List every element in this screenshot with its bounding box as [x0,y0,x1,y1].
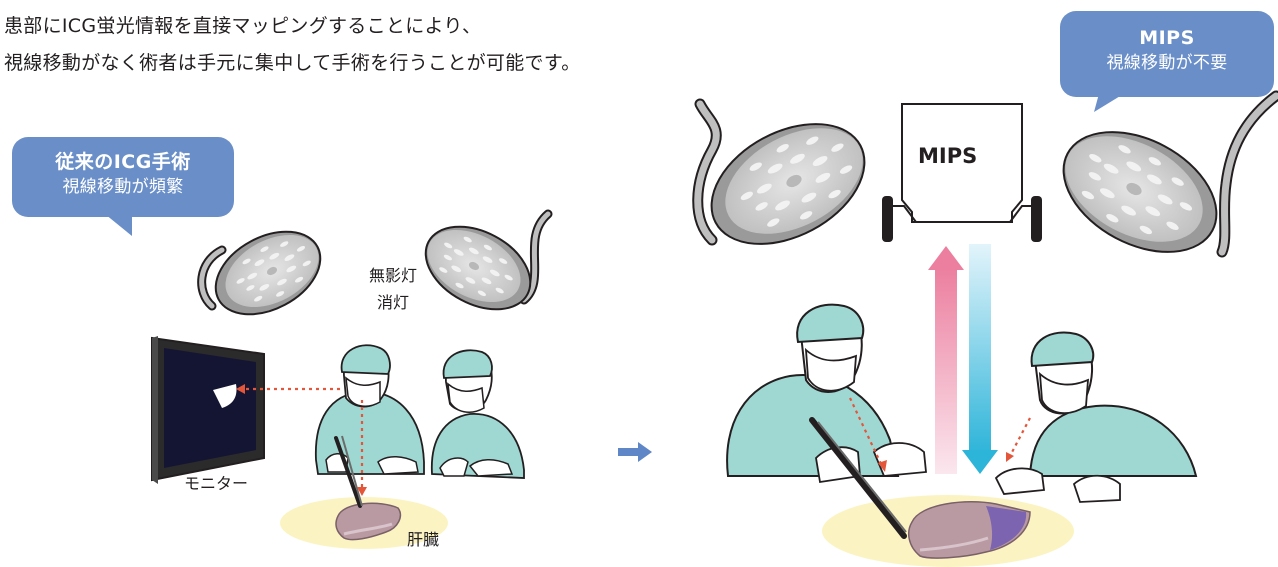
surgical-light-icon [197,230,322,316]
intro-text: 患部にICG蛍光情報を直接マッピングすることにより、 視線移動がなく術者は手元に… [4,8,581,82]
bubble-title: MIPS [1139,27,1195,49]
intro-line-1: 患部にICG蛍光情報を直接マッピングすることにより、 [4,15,482,37]
surgical-light-icon [692,98,867,246]
conventional-icg-bubble: 従来のICG手術 視線移動が頻繁 [12,137,234,217]
transition-arrow-icon [618,442,652,462]
surgeon-icon [994,331,1198,503]
mips-bubble: MIPS 視線移動が不要 [1060,11,1274,97]
liver-icon [907,501,1031,559]
intro-line-2: 視線移動がなく術者は手元に集中して手術を行うことが可能です。 [4,52,581,74]
mips-device-label: MIPS [918,144,978,168]
sight-line-to-liver [357,400,367,496]
sight-line-to-liver [849,397,887,472]
surgical-light-icon [424,209,553,311]
forceps-icon [809,417,907,539]
surgeon-icon [726,303,927,484]
lights-off-label-2: 消灯 [377,293,410,312]
liver-icon [335,502,402,541]
projector-icon [882,103,1042,242]
forceps-icon [334,435,363,508]
bubble-subtitle: 視線移動が頻繁 [62,177,184,197]
monitor-icon [151,336,265,484]
liver-label: 肝臓 [407,530,440,549]
surgeon-icon [314,344,425,475]
bubble-title: 従来のICG手術 [55,151,191,173]
sight-line-to-monitor [236,384,340,394]
projection-arrow-up [928,246,964,474]
monitor-label: モニター [184,474,249,493]
surgical-light-icon [1062,90,1278,258]
surgeon-icon [430,349,525,479]
projection-arrow-down [962,244,998,474]
bubble-subtitle: 視線移動が不要 [1106,53,1228,73]
sight-line-to-liver [1006,417,1031,462]
lights-off-label-1: 無影灯 [369,266,418,285]
